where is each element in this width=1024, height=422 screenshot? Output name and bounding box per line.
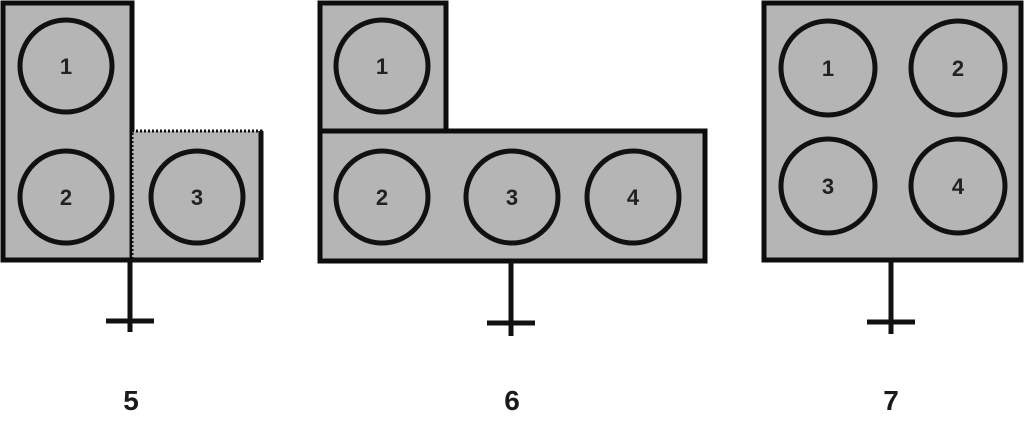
figure-5-circle-1 bbox=[17, 17, 115, 115]
figure-6-circle-3-label: 3 bbox=[506, 185, 518, 210]
figure-5: 1 2 3 5 bbox=[0, 0, 264, 416]
figure-5-circle-3 bbox=[148, 148, 246, 246]
figure-6-circle-4-label: 4 bbox=[627, 185, 640, 210]
figure-6-circle-4 bbox=[584, 148, 682, 246]
figure-6-circle-1-label: 1 bbox=[376, 54, 388, 79]
figure-5-circle-3-label: 3 bbox=[191, 185, 203, 210]
figure-6-circle-2 bbox=[333, 148, 431, 246]
figure-7-circle-1 bbox=[778, 18, 878, 118]
figure-7-circle-2-label: 2 bbox=[952, 56, 964, 81]
figure-6-label: 6 bbox=[504, 385, 520, 416]
figure-6-circle-1 bbox=[333, 17, 431, 115]
figure-5-label: 5 bbox=[123, 385, 139, 416]
figure-7-circle-4 bbox=[908, 136, 1008, 236]
figure-5-circle-1-label: 1 bbox=[60, 54, 72, 79]
figure-6: 1 2 3 4 6 bbox=[317, 0, 708, 416]
figure-7: 1 2 3 4 7 bbox=[761, 0, 1024, 416]
figure-7-circle-4-label: 4 bbox=[952, 174, 965, 199]
figure-6-circle-2-label: 2 bbox=[376, 185, 388, 210]
figure-7-circle-1-label: 1 bbox=[822, 56, 834, 81]
figure-5-circle-2-label: 2 bbox=[60, 185, 72, 210]
figure-7-circle-3 bbox=[778, 136, 878, 236]
figure-7-circle-3-label: 3 bbox=[822, 174, 834, 199]
figure-7-label: 7 bbox=[883, 385, 899, 416]
figure-7-circle-2 bbox=[908, 18, 1008, 118]
figure-5-circle-2 bbox=[17, 148, 115, 246]
figure-6-circle-3 bbox=[463, 148, 561, 246]
